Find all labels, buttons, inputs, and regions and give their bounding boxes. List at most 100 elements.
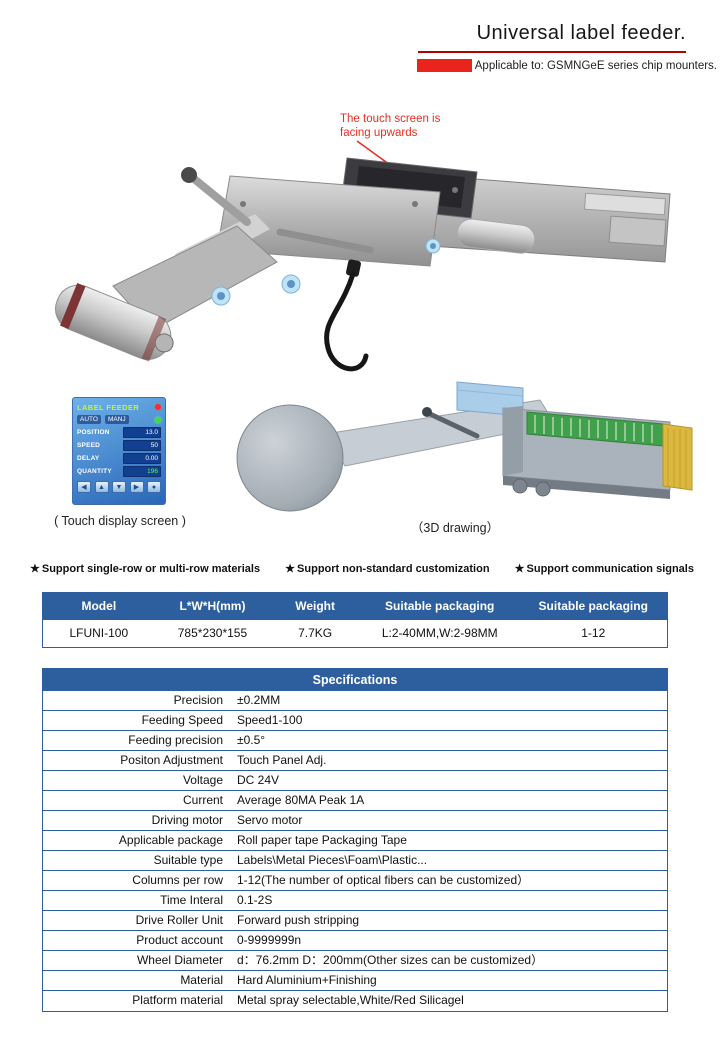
spec-value: Hard Aluminium+Finishing — [237, 973, 377, 987]
page-title: Universal label feeder. — [476, 22, 686, 44]
ts-field-value: 196 — [123, 466, 161, 477]
table-row: Suitable type Labels\Metal Pieces\Foam\P… — [43, 851, 667, 871]
ts-auto-button: AUTO — [77, 415, 101, 424]
touch-screen-caption: ( Touch display screen ) — [54, 514, 186, 528]
ts-right-arrow-icon: ▶ — [129, 481, 144, 493]
feature-item: ★ Support non-standard customization — [285, 562, 490, 576]
spec-label: Drive Roller Unit — [135, 913, 223, 927]
spec-label: Voltage — [182, 773, 223, 787]
spec-label: Platform material — [132, 993, 223, 1007]
column-header: Weight — [295, 599, 335, 613]
touch-display-screen: LABEL FEEDER AUTO MANJ POSITION 13.0 SPE… — [72, 397, 166, 505]
ts-field-value: 50 — [123, 440, 161, 451]
column-header: Suitable packaging — [538, 599, 648, 613]
ts-down-arrow-icon: ▼ — [112, 481, 126, 493]
feature-label: Support single-row or multi-row material… — [41, 562, 261, 575]
spec-value: Forward push stripping — [237, 913, 360, 927]
subtitle-row: Applicable to: GSMNGeE series chip mount… — [417, 57, 720, 74]
table-row: Driving motor Servo motor — [43, 811, 667, 831]
table-row: LFUNI-100 785*230*155 7.7KG L:2-40MM,W:2… — [43, 620, 667, 647]
spec-label: Current — [182, 793, 223, 807]
ts-manual-button: MANJ — [104, 415, 129, 424]
table-row: Applicable package Roll paper tape Packa… — [43, 831, 667, 851]
rows-cell: 1-12 — [581, 626, 606, 640]
table-row: Material Hard Aluminium+Finishing — [43, 971, 667, 991]
spec-label: Material — [180, 973, 223, 987]
model-cell: LFUNI-100 — [69, 626, 129, 640]
feature-list: ★ Support single-row or multi-row materi… — [30, 562, 694, 576]
feeder-photo — [55, 157, 671, 372]
red-bar-left — [417, 59, 472, 72]
spec-label: Feeding precision — [128, 733, 223, 747]
spec-value: DC 24V — [237, 773, 280, 787]
ts-field-label: QUANTITY — [77, 468, 112, 475]
feature-label: Support communication signals — [526, 562, 694, 575]
column-header: Suitable packaging — [385, 599, 495, 613]
3d-drawing-caption: （3D drawing） — [410, 521, 500, 535]
ts-field-label: DELAY — [77, 455, 100, 462]
spec-value: Metal spray selectable,White/Red Silicag… — [237, 993, 464, 1007]
spec-value: d：76.2mm D：200mm(Other sizes can be cust… — [237, 953, 544, 967]
table-row: Platform material Metal spray selectable… — [43, 991, 667, 1011]
weight-cell: 7.7KG — [298, 626, 333, 640]
spec-value: ±0.2MM — [237, 693, 281, 707]
table-row: Feeding precision ±0.5° — [43, 731, 667, 751]
spec-label: Suitable type — [153, 853, 223, 867]
title-underline — [418, 51, 686, 53]
feature-item: ★ Support single-row or multi-row materi… — [30, 562, 261, 576]
spec-value: Roll paper tape Packaging Tape — [237, 833, 407, 847]
column-header: Model — [81, 599, 117, 613]
feature-item: ★ Support communication signals — [515, 562, 694, 576]
spec-value: Speed1-100 — [237, 713, 303, 727]
column-header: L*W*H(mm) — [179, 599, 246, 613]
spec-label: Applicable package — [118, 833, 223, 847]
table-row: Positon Adjustment Touch Panel Adj. — [43, 751, 667, 771]
ts-field-value: 0.00 — [123, 453, 161, 464]
spec-label: Driving motor — [151, 813, 223, 827]
spec-label: Wheel Diameter — [136, 953, 223, 967]
spec-label: Feeding Speed — [141, 713, 223, 727]
feature-label: Support non-standard customization — [297, 562, 490, 575]
table-row: Product account 0-9999999n — [43, 931, 667, 951]
table-row: Columns per row 1-12(The number of optic… — [43, 871, 667, 891]
packaging-cell: L:2-40MM,W:2-98MM — [381, 626, 498, 640]
green-indicator-icon — [155, 416, 161, 423]
ts-field-value: 13.0 — [123, 427, 161, 438]
spec-label: Time Interal — [160, 893, 223, 907]
ts-field-label: SPEED — [77, 442, 101, 449]
photo-annotation: The touch screen is facing upwards — [340, 112, 440, 141]
ts-field-label: POSITION — [77, 429, 110, 436]
table-row: Wheel Diameter d：76.2mm D：200mm(Other si… — [43, 951, 667, 971]
star-icon: ★ — [285, 563, 296, 575]
ts-ok-icon: ● — [147, 481, 161, 493]
spec-value: 0-9999999n — [237, 933, 302, 947]
model-table-header: Model L*W*H(mm) Weight Suitable packagin… — [43, 593, 667, 620]
spec-label: Product account — [136, 933, 223, 947]
spec-table-title: Specifications — [43, 669, 667, 691]
spec-value: 0.1-2S — [237, 893, 273, 907]
ts-up-arrow-icon: ▲ — [94, 481, 109, 493]
spec-label: Columns per row — [132, 873, 223, 887]
3d-drawing — [236, 381, 693, 512]
table-row: Precision ±0.2MM — [43, 691, 667, 711]
spec-label: Precision — [173, 693, 223, 707]
spec-label: Positon Adjustment — [120, 753, 223, 767]
page-subtitle: Applicable to: GSMNGeE series chip mount… — [474, 59, 717, 72]
table-row: Drive Roller Unit Forward push stripping — [43, 911, 667, 931]
table-row: Time Interal 0.1-2S — [43, 891, 667, 911]
spec-value: ±0.5° — [237, 733, 266, 747]
red-indicator-icon — [155, 404, 161, 410]
dimensions-cell: 785*230*155 — [177, 626, 248, 640]
annotation-line1: The touch screen is — [340, 113, 441, 125]
model-table: Model L*W*H(mm) Weight Suitable packagin… — [42, 592, 668, 648]
table-row: Current Average 80MA Peak 1A — [43, 791, 667, 811]
spec-value: Touch Panel Adj. — [237, 753, 327, 767]
spec-value: 1-12(The number of optical fibers can be… — [237, 873, 530, 887]
star-icon: ★ — [30, 563, 40, 575]
spec-value: Servo motor — [237, 813, 303, 827]
ts-left-arrow-icon: ◀ — [77, 481, 91, 493]
ts-title: LABEL FEEDER — [77, 402, 140, 412]
annotation-line2: facing upwards — [340, 127, 418, 140]
table-row: Voltage DC 24V — [43, 771, 667, 791]
